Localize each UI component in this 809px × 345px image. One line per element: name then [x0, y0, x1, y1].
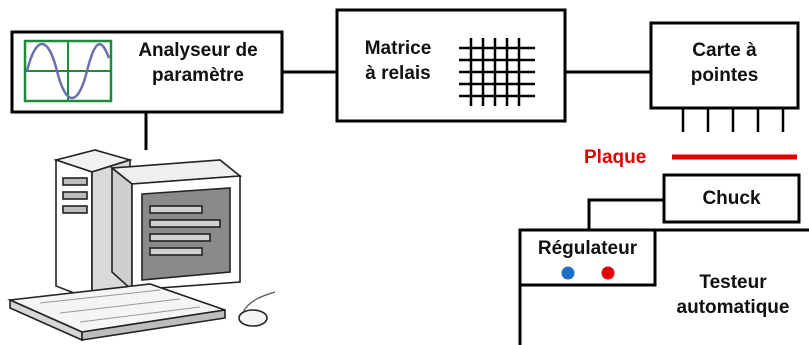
regulator-box [518, 228, 657, 287]
analyzer-label: Analyseur de paramètre [116, 38, 280, 88]
regulator-dot-red [601, 266, 615, 280]
analyzer-label-line2: paramètre [152, 65, 244, 86]
probe-card-label: Carte à pointes [651, 38, 798, 88]
relay-matrix-grid-icon [459, 38, 535, 106]
matrix-label: Matrice à relais [342, 36, 454, 86]
chuck-box [662, 173, 801, 224]
probe-pins [681, 108, 785, 132]
regulator-dot-blue [561, 266, 575, 280]
chuck-label: Chuck [702, 188, 761, 209]
probe-card-label-line2: pointes [690, 65, 759, 86]
computer-icon [6, 149, 276, 342]
matrix-label-line2: à relais [365, 63, 431, 84]
matrix-box [335, 8, 567, 123]
link-regulator-chuck [587, 198, 664, 230]
oscilloscope-icon [23, 39, 113, 103]
analyzer-label-line1: Analyseur de [138, 40, 258, 61]
probe-card-box [649, 21, 800, 110]
plate-label: Plaque [584, 147, 647, 168]
matrix-label-line1: Matrice [364, 38, 432, 59]
probe-card-label-line1: Carte à [692, 40, 757, 61]
tester-label-line1: Testeur [699, 272, 767, 293]
tester-label-line2: automatique [676, 297, 790, 318]
tester-label: Testeur automatique [658, 270, 808, 320]
regulator-label: Régulateur [537, 238, 638, 259]
